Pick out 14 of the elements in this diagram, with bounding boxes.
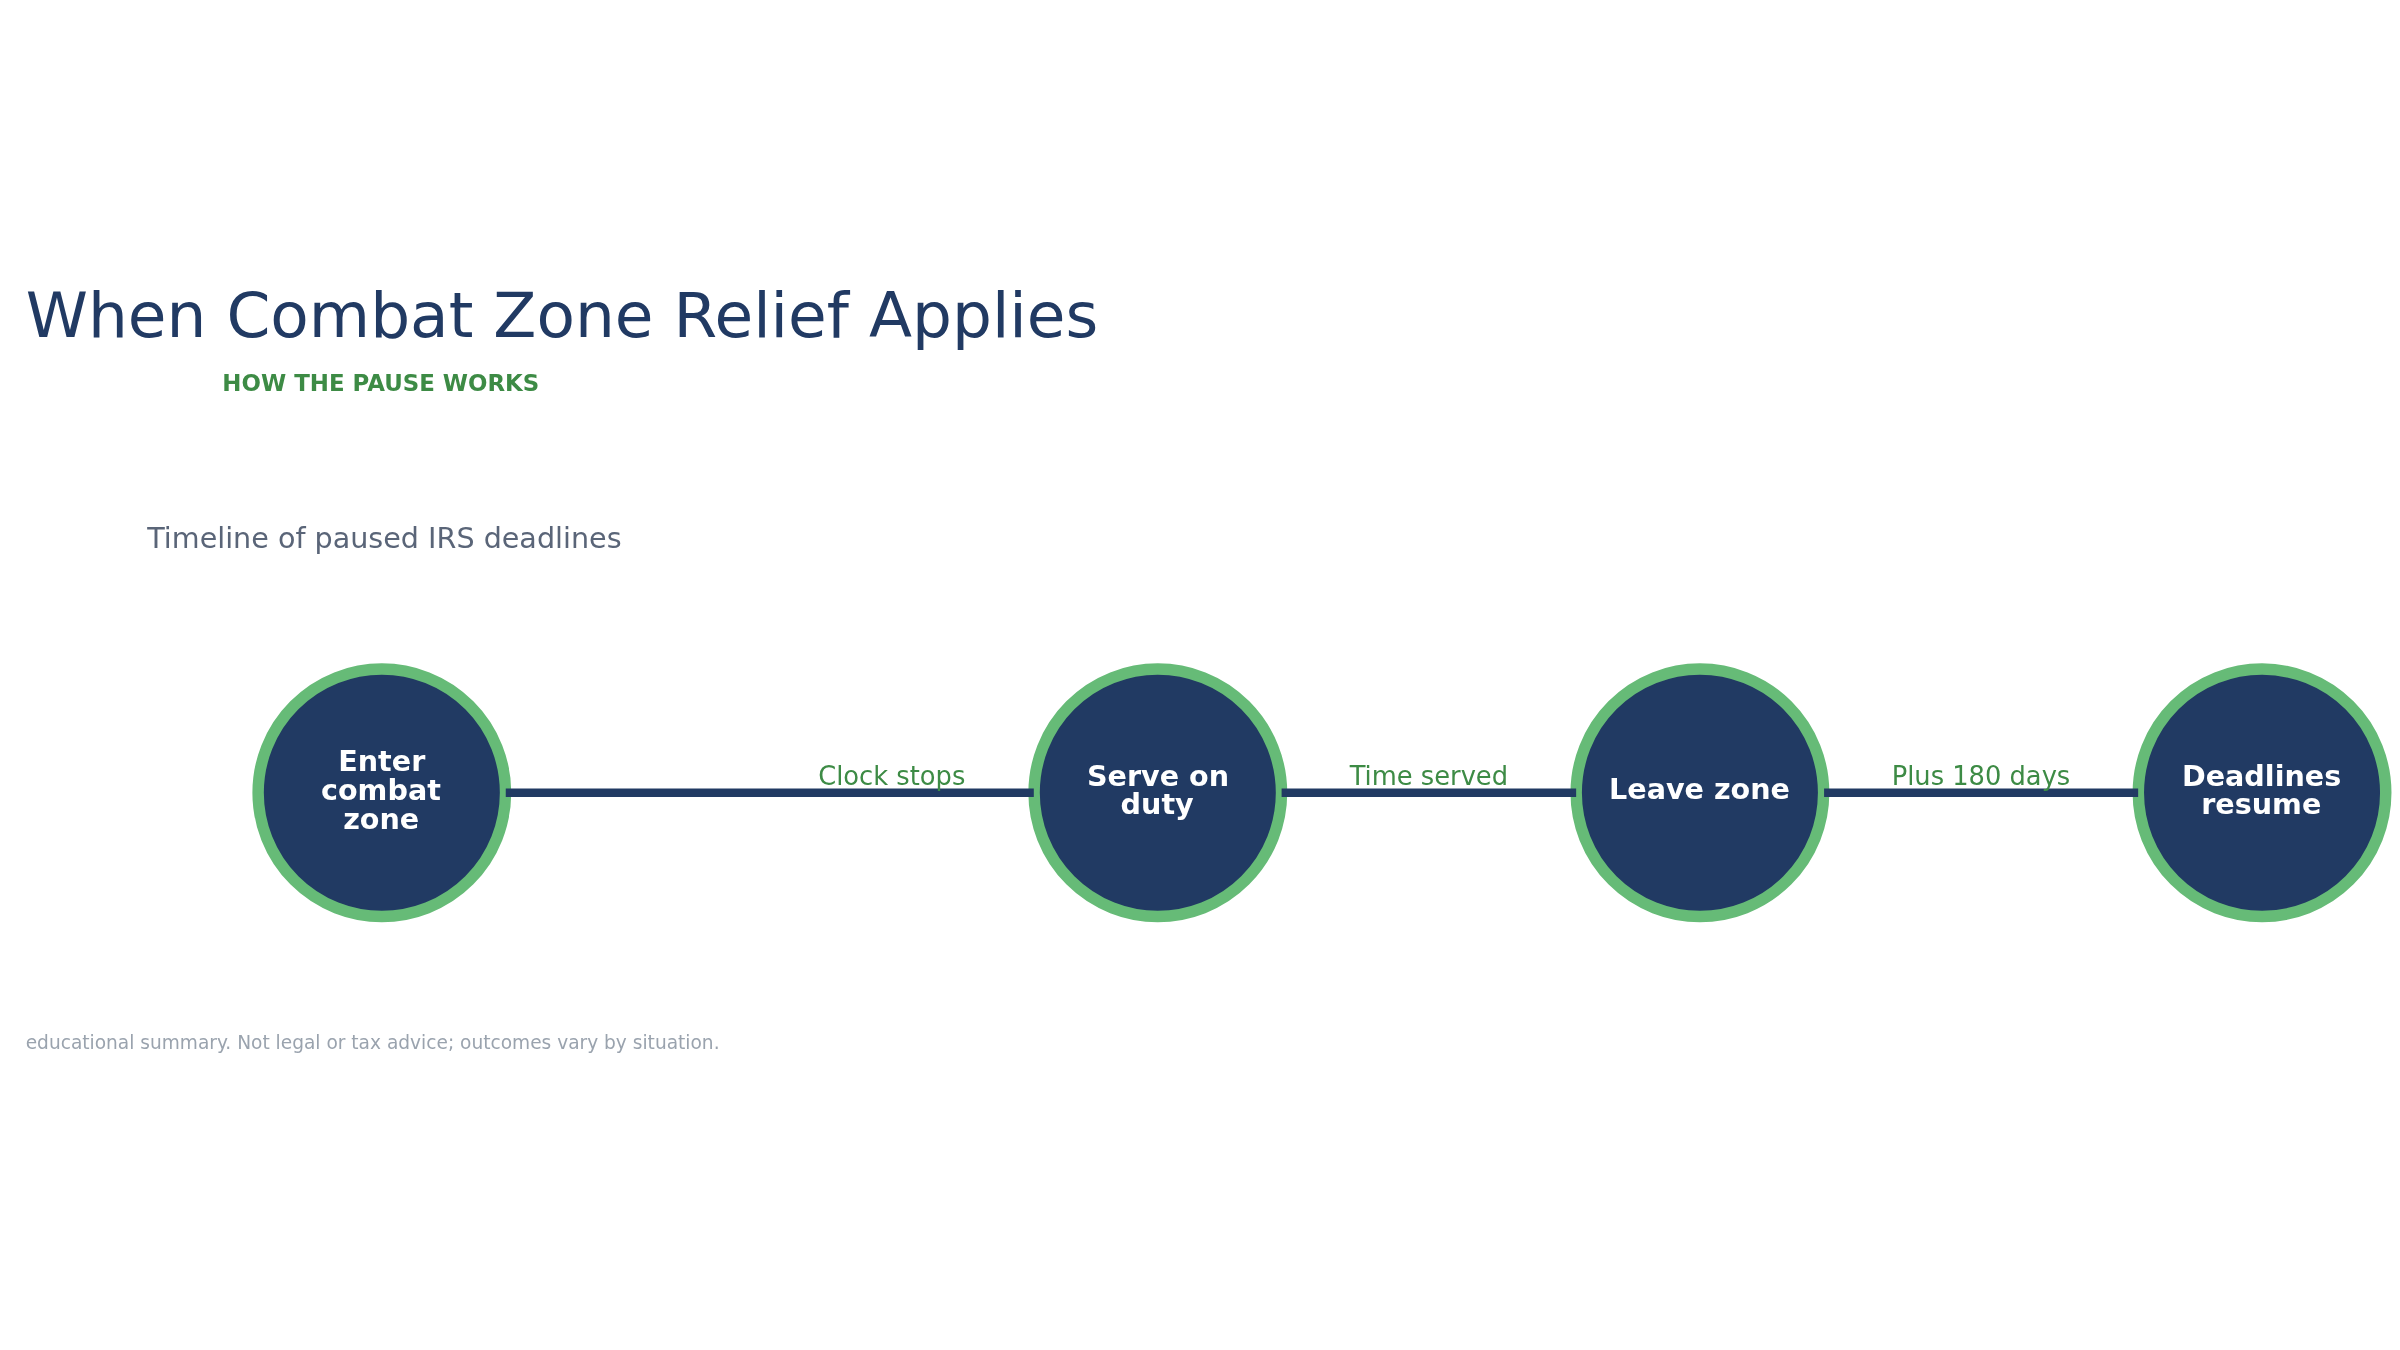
connector	[1281, 788, 1577, 797]
connector	[505, 788, 1034, 797]
node-circle: Serve on duty	[1028, 662, 1288, 922]
connector	[1824, 788, 2139, 797]
edge-label: Plus 180 days	[1891, 760, 2071, 791]
node-circle: Deadlines resume	[2132, 662, 2392, 922]
node-circle: Enter combat zone	[252, 662, 512, 922]
node-circle: Leave zone	[1570, 662, 1830, 922]
label: HOW THE PAUSE WORKS	[222, 369, 540, 396]
diagram-title: When Combat Zone Relief Applies	[25, 278, 1099, 352]
edge-label: Time served	[1349, 760, 1509, 791]
label: Timeline of paused IRS deadlines	[147, 520, 622, 555]
edge-label: Clock stops	[818, 760, 966, 791]
label: educational summary. Not legal or tax advice; outcomes vary by situation.	[25, 1031, 720, 1053]
